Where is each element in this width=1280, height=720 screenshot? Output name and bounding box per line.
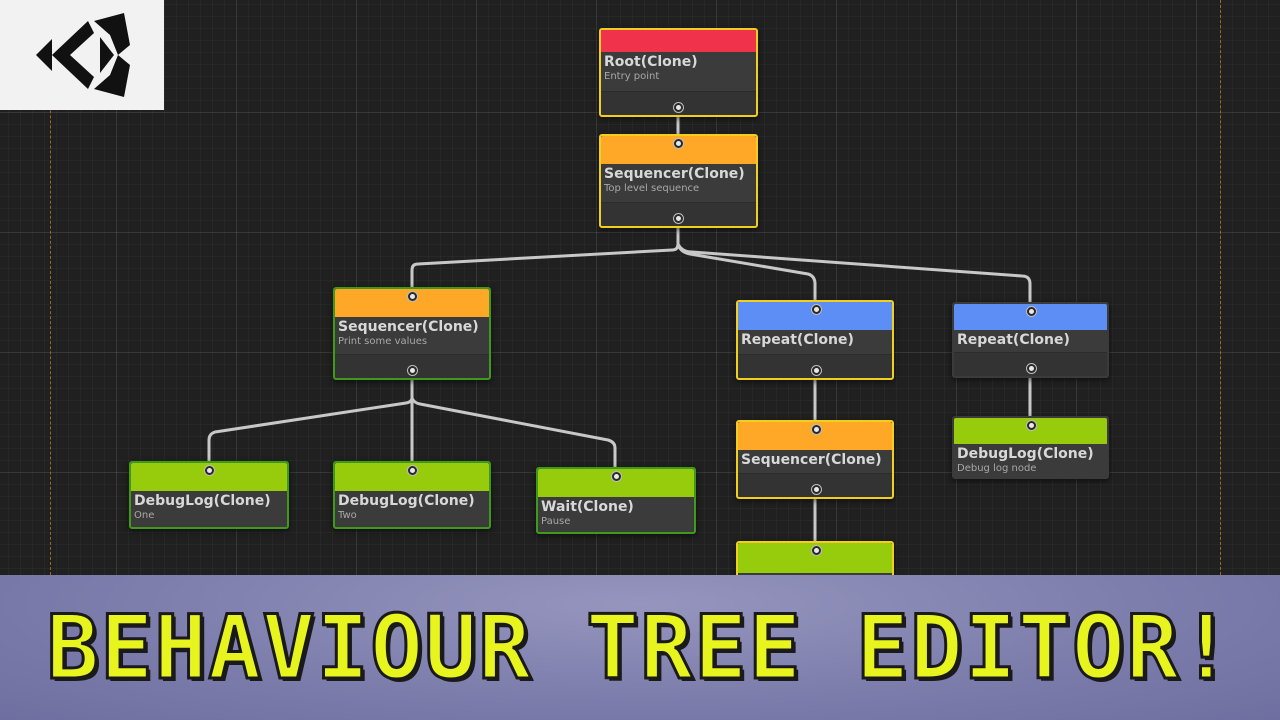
node-title: Repeat(Clone) — [741, 332, 854, 348]
node-sequencer-repeat[interactable]: Sequencer(Clone) — [736, 420, 894, 499]
node-title: DebugLog(Clone) — [957, 446, 1094, 462]
canvas-guide-left — [50, 0, 51, 575]
node-debuglog-node[interactable]: DebugLog(Clone) Debug log node — [952, 416, 1109, 479]
node-description: Debug log node — [957, 463, 1037, 474]
input-port-icon[interactable] — [674, 139, 683, 148]
output-port-icon[interactable] — [812, 485, 821, 494]
node-description: One — [134, 510, 155, 521]
node-header-bar — [601, 30, 756, 52]
output-port-icon[interactable] — [408, 366, 417, 375]
node-description: Top level sequence — [604, 183, 700, 194]
node-wait[interactable]: Wait(Clone) Pause — [536, 467, 696, 534]
node-debuglog-two[interactable]: DebugLog(Clone) Two — [333, 461, 491, 529]
input-port-icon[interactable] — [812, 546, 821, 555]
input-port-icon[interactable] — [408, 292, 417, 301]
canvas-guide-right — [1220, 0, 1221, 575]
output-port-icon[interactable] — [812, 366, 821, 375]
edge-top-repeat2 — [676, 220, 1032, 307]
node-title: Repeat(Clone) — [957, 332, 1070, 348]
node-description: Two — [338, 510, 357, 521]
node-description: Entry point — [604, 71, 660, 82]
input-port-icon[interactable] — [205, 466, 214, 475]
node-sequencer-print[interactable]: Sequencer(Clone) Print some values — [333, 287, 491, 380]
node-title: Root(Clone) — [604, 54, 698, 70]
unity-logo — [0, 0, 164, 110]
node-title: DebugLog(Clone) — [134, 493, 271, 509]
input-port-icon[interactable] — [812, 425, 821, 434]
input-port-icon[interactable] — [812, 305, 821, 314]
node-repeat-2[interactable]: Repeat(Clone) — [952, 302, 1109, 378]
node-title: Wait(Clone) — [541, 499, 634, 515]
edge-top-print — [410, 220, 680, 294]
node-description: Print some values — [338, 336, 428, 347]
graph-canvas[interactable]: Root(Clone) Entry point Sequencer(Clone)… — [0, 0, 1280, 575]
unity-logo-icon — [36, 13, 130, 97]
node-repeat-1[interactable]: Repeat(Clone) — [736, 300, 894, 380]
node-title: Sequencer(Clone) — [338, 319, 479, 335]
input-port-icon[interactable] — [408, 466, 417, 475]
node-root[interactable]: Root(Clone) Entry point — [599, 28, 758, 117]
edge-layer — [207, 109, 1032, 548]
edge-print-debugone — [207, 373, 414, 468]
input-port-icon[interactable] — [612, 472, 621, 481]
node-title: Sequencer(Clone) — [604, 166, 745, 182]
output-port-icon[interactable] — [674, 103, 683, 112]
output-port-icon[interactable] — [674, 214, 683, 223]
input-port-icon[interactable] — [1027, 307, 1036, 316]
output-port-icon[interactable] — [1027, 364, 1036, 373]
title-banner: BEHAVIOUR TREE EDITOR! — [0, 575, 1280, 720]
node-description: Pause — [541, 516, 571, 527]
input-port-icon[interactable] — [1027, 421, 1036, 430]
node-title: DebugLog(Clone) — [338, 493, 475, 509]
edge-print-wait — [410, 373, 617, 474]
edge-top-repeat1 — [676, 220, 817, 307]
node-debuglog-one[interactable]: DebugLog(Clone) One — [129, 461, 289, 529]
banner-title: BEHAVIOUR TREE EDITOR! — [45, 595, 1235, 701]
node-partial-green[interactable] — [736, 541, 894, 575]
node-sequencer-top[interactable]: Sequencer(Clone) Top level sequence — [599, 134, 758, 228]
node-title: Sequencer(Clone) — [741, 452, 882, 468]
